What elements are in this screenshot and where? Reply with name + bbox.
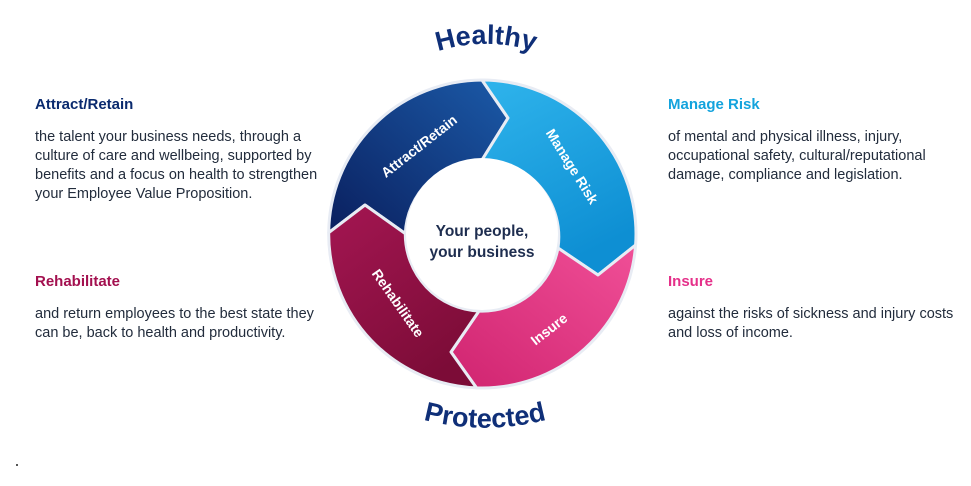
stray-dot bbox=[16, 464, 18, 466]
center-circle bbox=[406, 158, 558, 310]
heading-rehabilitate: Rehabilitate bbox=[35, 273, 121, 290]
center-text-line2: your business bbox=[429, 244, 534, 261]
segment-rehabilitate bbox=[327, 203, 481, 390]
heading-attract-retain: Attract/Retain bbox=[35, 96, 134, 113]
panel-attract-retain: Attract/Retain the talent your business … bbox=[35, 96, 335, 204]
bottom-word-protected: Protected bbox=[422, 396, 548, 433]
text-manage-risk: of mental and physical illness, injury, … bbox=[668, 129, 926, 183]
heading-manage-risk: Manage Risk bbox=[668, 96, 760, 113]
text-insure: against the risks of sickness and injury… bbox=[668, 306, 954, 341]
center-text-line1: Your people, bbox=[436, 223, 529, 240]
text-attract-retain: the talent your business needs, through … bbox=[35, 129, 318, 202]
panel-insure: Insure against the risks of sickness and… bbox=[668, 273, 968, 343]
heading-insure: Insure bbox=[668, 273, 714, 290]
panel-rehabilitate: Rehabilitate and return employees to the… bbox=[35, 273, 335, 343]
text-rehabilitate: and return employees to the best state t… bbox=[35, 306, 314, 341]
segment-insure bbox=[449, 243, 638, 390]
top-word-healthy: Healthy bbox=[432, 20, 540, 57]
panel-manage-risk: Manage Risk of mental and physical illne… bbox=[668, 96, 968, 185]
